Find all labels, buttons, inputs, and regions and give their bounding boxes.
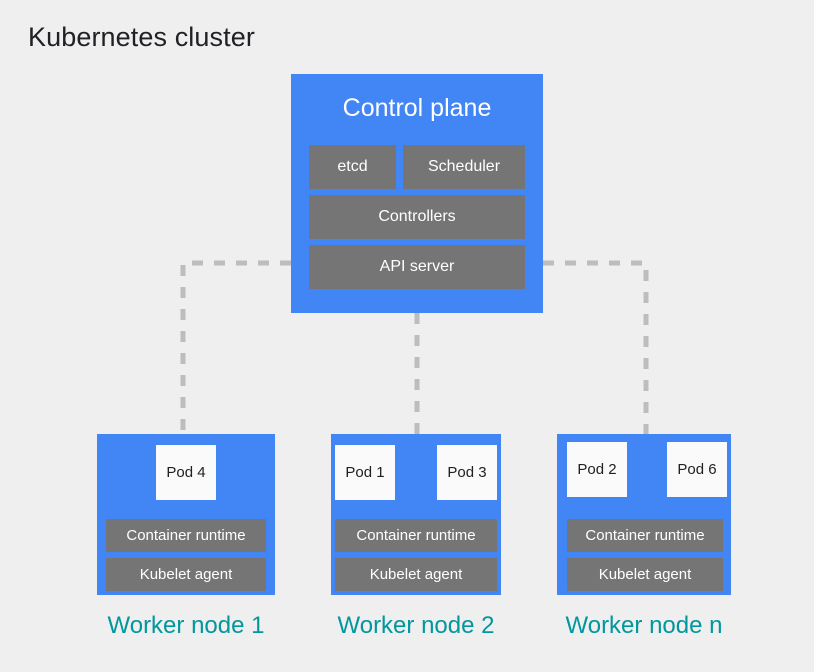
control-plane-title: Control plane (342, 94, 492, 122)
control-plane-component-controllers[interactable]: Controllers (309, 195, 525, 239)
node-2-kubelet-agent[interactable]: Kubelet agent (335, 558, 497, 591)
worker-node-1-label: Worker node 1 (107, 612, 265, 639)
control-plane[interactable]: Control plane etcd Scheduler Controllers… (291, 74, 543, 313)
node-1-kubelet-agent[interactable]: Kubelet agent (106, 558, 266, 591)
node-2-container-runtime[interactable]: Container runtime (335, 519, 497, 552)
pod-2[interactable]: Pod 2 (567, 442, 627, 497)
worker-node-2-label: Worker node 2 (337, 612, 495, 639)
connector-node-1 (180, 260, 291, 434)
pod-1[interactable]: Pod 1 (335, 445, 395, 500)
control-plane-component-api-server[interactable]: API server (309, 245, 525, 289)
control-plane-component-scheduler[interactable]: Scheduler (403, 145, 525, 189)
worker-node-n-label: Worker node n (565, 612, 723, 639)
pod-4[interactable]: Pod 4 (156, 445, 216, 500)
node-n-kubelet-agent[interactable]: Kubelet agent (567, 558, 723, 591)
pod-6[interactable]: Pod 6 (667, 442, 727, 497)
worker-node-1[interactable]: Pod 4 Container runtime Kubelet agent (97, 434, 275, 595)
node-1-container-runtime[interactable]: Container runtime (106, 519, 266, 552)
worker-node-2[interactable]: Pod 1 Pod 3 Container runtime Kubelet ag… (331, 434, 501, 595)
worker-node-n[interactable]: Pod 2 Pod 6 Container runtime Kubelet ag… (557, 434, 731, 595)
control-plane-component-etcd[interactable]: etcd (309, 145, 396, 189)
page-title: Kubernetes cluster (28, 22, 255, 52)
connector-node-n (543, 260, 649, 434)
node-n-container-runtime[interactable]: Container runtime (567, 519, 723, 552)
pod-3[interactable]: Pod 3 (437, 445, 497, 500)
